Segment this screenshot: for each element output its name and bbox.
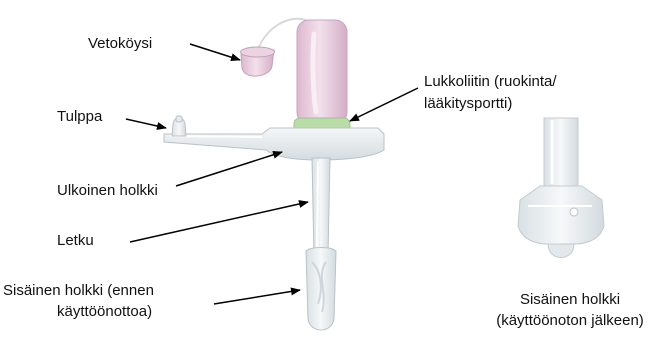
- label-sisainen-after-line1: Sisäinen holkki: [480, 290, 660, 309]
- label-lukkoliitin-line1: Lukkoliitin (ruokinta/: [424, 72, 557, 91]
- leader-arrows: [126, 44, 418, 304]
- arrow-letku: [130, 202, 308, 242]
- arrow-sisainen-holkki: [214, 290, 300, 304]
- label-letku: Letku: [57, 231, 94, 250]
- plug: [172, 116, 186, 136]
- arrow-tulppa: [126, 119, 166, 128]
- label-ulkoinen-holkki: Ulkoinen holkki: [57, 181, 158, 200]
- label-tulppa: Tulppa: [57, 107, 102, 126]
- pull-string-cap: [241, 19, 307, 76]
- label-vetokoysi: Vetoköysi: [88, 34, 152, 53]
- arrow-vetokoysi: [190, 44, 240, 60]
- arrow-ulkoinen-holkki: [176, 152, 282, 186]
- lock-port: [294, 20, 350, 134]
- label-lukkoliitin-line2: lääkitysportti): [424, 94, 512, 113]
- label-sisainen-before-line2: käyttöönottoa): [57, 302, 152, 321]
- internal-bolster-after: [518, 118, 604, 258]
- internal-bolster-before: [306, 248, 336, 331]
- tube: [312, 158, 330, 256]
- label-sisainen-after-line2: (käyttöönoton jälkeen): [480, 311, 660, 330]
- label-sisainen-before-line1: Sisäinen holkki (ennen: [3, 281, 154, 300]
- arrow-lukkoliitin: [350, 88, 418, 121]
